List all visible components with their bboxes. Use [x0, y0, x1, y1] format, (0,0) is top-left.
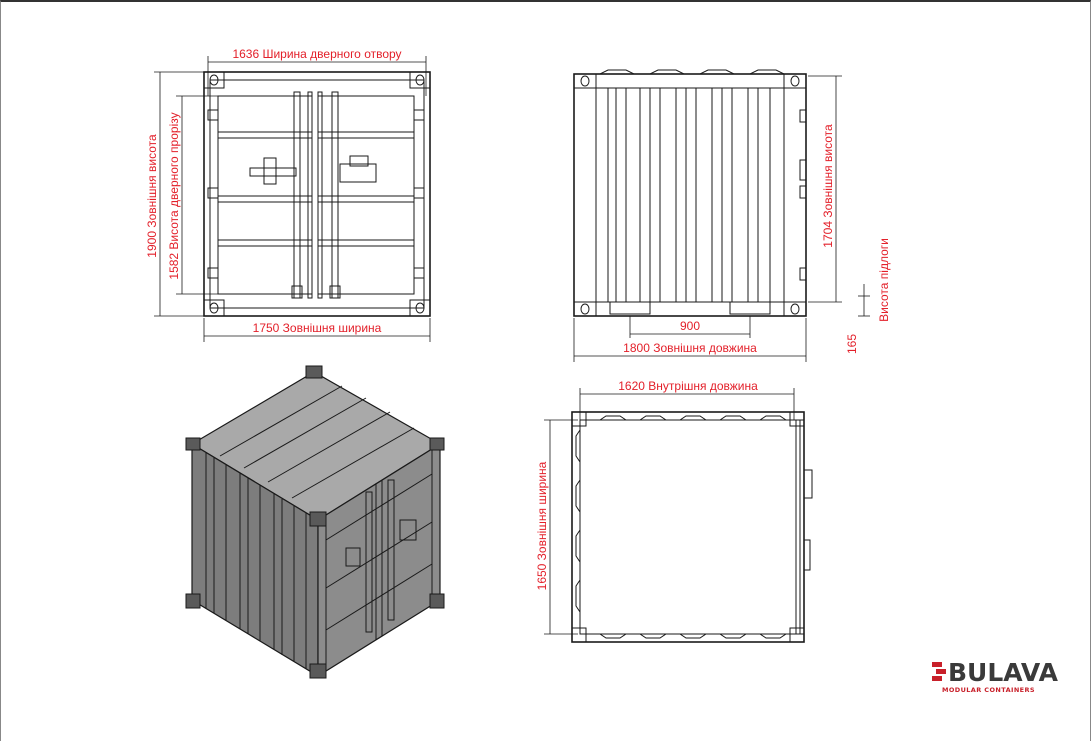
side-outer-height-label: 1704 Зовнішня висота [821, 124, 835, 248]
side-outer-length-label: 1800 Зовнішня довжина [623, 341, 757, 355]
inner-length-label: 1620 Внутрішня довжина [618, 379, 758, 393]
plan-view: 1620 Внутрішня довжина 1650 Зовнішня шир… [535, 379, 813, 643]
isometric-view [185, 365, 445, 679]
bulava-mark-icon [932, 662, 946, 681]
front-view: 1636 Ширина дверного отвору 1750 Зовнішн… [145, 47, 431, 342]
door-width-label: 1636 Ширина дверного отвору [232, 47, 401, 61]
side-view: 900 1800 Зовнішня довжина 1704 Зовнішня … [573, 69, 891, 362]
outer-width-label: 1750 Зовнішня ширина [253, 321, 382, 335]
logo-tagline: MODULAR CONTAINERS [942, 686, 1035, 694]
brand-logo: BULAVA MODULAR CONTAINERS [930, 658, 1060, 696]
fork-spacing-label: 900 [680, 319, 700, 333]
logo-wordmark: BULAVA [948, 658, 1058, 687]
plan-outer-width-label: 1650 Зовнішня ширина [535, 461, 549, 590]
door-height-label: 1582 Висота дверного прорізу [167, 112, 181, 279]
outer-height-label: 1900 Зовнішня висота [145, 134, 159, 258]
floor-height-value: 165 [845, 334, 859, 354]
floor-height-label: Висота підлоги [877, 238, 891, 322]
